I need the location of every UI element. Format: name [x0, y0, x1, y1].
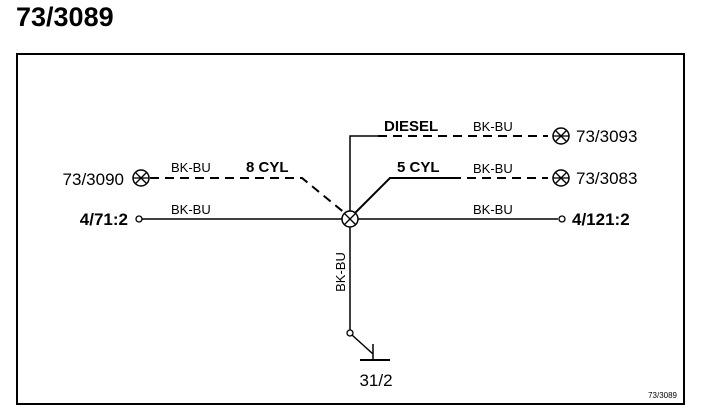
lamp-label-right-top: 73/3093 [576, 127, 637, 146]
wire-color-vertical: BK-BU [333, 252, 348, 292]
connector-label-left: 4/71:2 [80, 210, 128, 229]
ground-label: 31/2 [359, 371, 392, 390]
lamp-icon [552, 127, 570, 145]
wire-color-diesel: BK-BU [473, 119, 513, 134]
lamp-label-left: 73/3090 [63, 170, 124, 189]
figure-reference: 73/3089 [648, 391, 677, 400]
five-cyl-wire-solid [353, 177, 452, 215]
branch-label-diesel: DIESEL [384, 118, 438, 135]
terminal-right [558, 215, 566, 223]
page-title: 73/3089 [16, 2, 114, 32]
wire-color-right-main: BK-BU [473, 202, 513, 217]
wire-color-left-main: BK-BU [171, 202, 211, 217]
diesel-wire-solid [349, 135, 378, 219]
branch-label-8cyl: 8 CYL [246, 159, 289, 176]
terminal-left [135, 215, 143, 223]
center-junction-icon [341, 210, 359, 228]
connector-label-right: 4/121:2 [572, 210, 630, 229]
branch-label-5cyl: 5 CYL [397, 159, 440, 176]
wire-color-left-lamp: BK-BU [171, 160, 211, 175]
eight-cyl-wire [150, 177, 347, 215]
diagram-frame [16, 53, 685, 405]
terminal-ground [346, 329, 354, 337]
wire-color-5cyl: BK-BU [473, 161, 513, 176]
lamp-icon [132, 169, 150, 187]
lamp-icon [552, 169, 570, 187]
ground-switch-icon [351, 334, 390, 361]
lamp-label-right-mid: 73/3083 [576, 169, 637, 188]
